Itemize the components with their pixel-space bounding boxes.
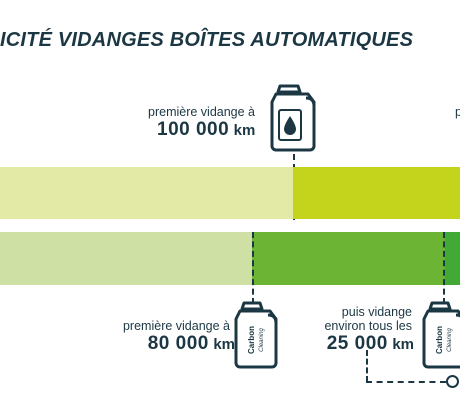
- carbon-cleaning-can-icon: Carbon Cleaning: [420, 300, 460, 370]
- interval-value-unit: km: [392, 336, 414, 353]
- interval-dashed-line-vertical: [366, 350, 368, 382]
- interval-end-circle: [446, 375, 459, 388]
- svg-text:Carbon: Carbon: [247, 326, 256, 354]
- bottom-left-value-unit: km: [213, 336, 235, 353]
- svg-text:Cleaning: Cleaning: [447, 327, 453, 351]
- oil-can-drop-icon: [266, 82, 318, 154]
- carbon-cleaning-can-icon: Carbon Cleaning: [232, 300, 280, 370]
- bottom-first-change-label: première vidange à: [122, 319, 230, 333]
- bottom-right-marker-dashed-line: [443, 232, 445, 304]
- svg-text:Cleaning: Cleaning: [259, 327, 265, 351]
- bottom-first-change-value: 80 000 km: [148, 333, 235, 355]
- bar-1-segment-dark: [293, 167, 460, 219]
- page-title: ICITÉ VIDANGES BOÎTES AUTOMATIQUES: [0, 29, 414, 51]
- top-value-number: 100 000: [157, 119, 230, 140]
- bar-1-segment-light: [0, 167, 293, 219]
- bottom-left-marker-dashed-line: [252, 232, 254, 304]
- interval-label-line2: environ tous les: [324, 319, 412, 333]
- bar-2-segment-dark: [445, 232, 460, 285]
- top-right-label-fragment: p: [455, 105, 460, 119]
- svg-text:Carbon: Carbon: [435, 326, 444, 354]
- interval-value-number: 25 000: [326, 333, 388, 354]
- bar-2-segment-light: [0, 232, 252, 285]
- top-first-change-value: 100 000 km: [157, 119, 255, 141]
- bottom-left-value-number: 80 000: [147, 333, 209, 354]
- top-first-change-label: première vidange à: [148, 105, 256, 119]
- interval-dashed-line-horizontal: [366, 381, 446, 383]
- bar-2-segment-mid: [252, 232, 445, 285]
- interval-label-line1: puis vidange: [341, 305, 412, 319]
- top-value-unit: km: [233, 122, 256, 139]
- interval-value: 25 000 km: [327, 333, 414, 355]
